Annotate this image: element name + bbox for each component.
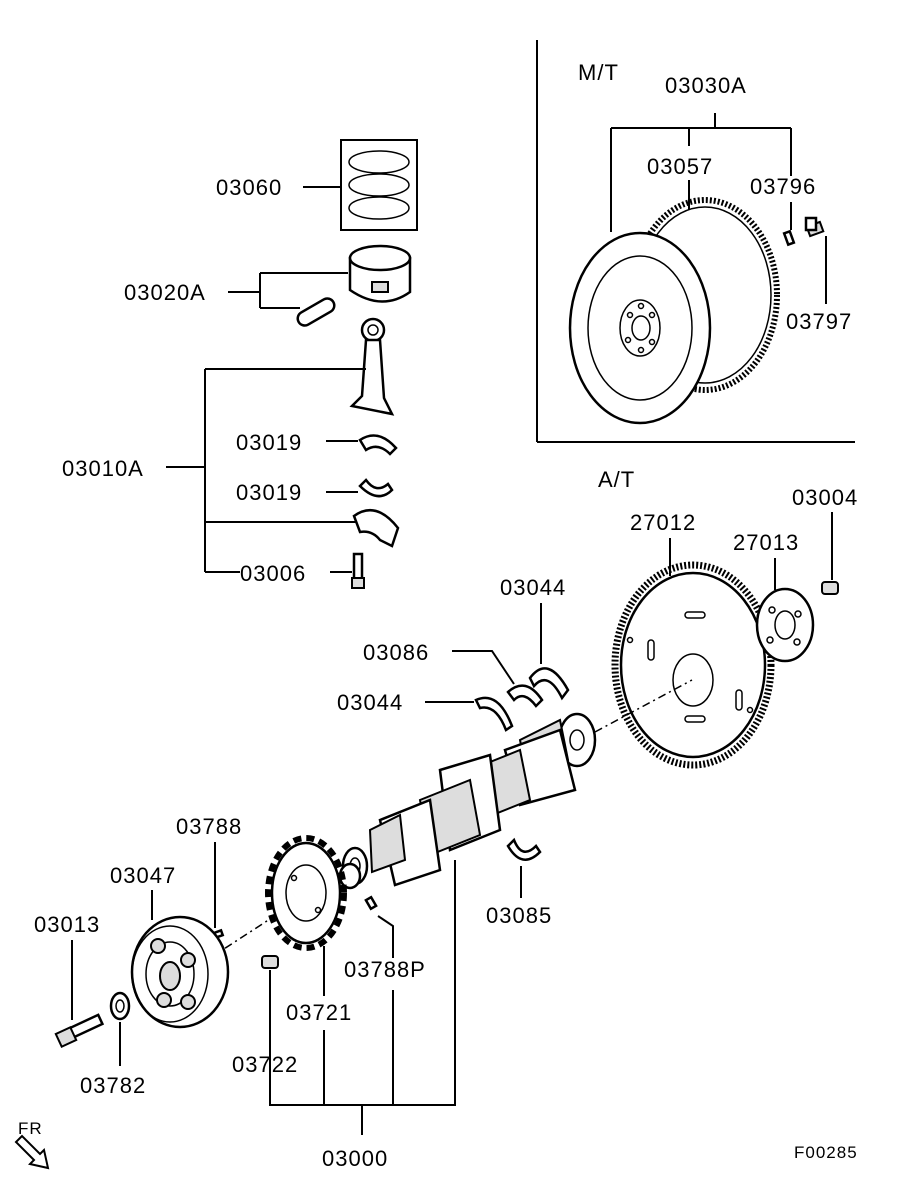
connecting-rod-part[interactable] — [349, 317, 395, 416]
label-03000: 03000 — [322, 1146, 388, 1171]
sensing-plate-part[interactable] — [265, 835, 347, 951]
bearing-upper-part[interactable] — [358, 434, 398, 456]
main-bearing-upper-part[interactable] — [506, 684, 544, 708]
adapter-plate-part[interactable] — [755, 587, 815, 663]
crankshaft-part[interactable] — [338, 712, 597, 890]
figure-code: F00285 — [794, 1143, 858, 1162]
label-03006: 03006 — [240, 561, 306, 586]
mt-label: M/T — [578, 60, 619, 85]
piston-pin-part[interactable] — [295, 296, 337, 328]
label-03047: 03047 — [110, 863, 176, 888]
flywheel-bolt-part[interactable] — [804, 216, 825, 238]
label-03788: 03788 — [176, 814, 242, 839]
label-03010A: 03010A — [62, 456, 144, 481]
label-03788P: 03788P — [344, 957, 426, 982]
label-27012: 27012 — [630, 510, 696, 535]
label-03085: 03085 — [486, 903, 552, 928]
thrust-washer-lower-part[interactable] — [474, 696, 514, 732]
label-03057: 03057 — [647, 154, 713, 179]
label-03019-upper: 03019 — [236, 430, 302, 455]
mt-section-frame — [536, 40, 855, 443]
at-label: A/T — [598, 467, 635, 492]
thrust-washer-upper-part[interactable] — [528, 667, 570, 701]
label-03782: 03782 — [80, 1073, 146, 1098]
flywheel-part[interactable] — [568, 231, 712, 425]
bearing-lower-part[interactable] — [358, 478, 394, 498]
piston-part[interactable] — [348, 244, 412, 303]
front-arrow-icon — [14, 1134, 50, 1170]
front-direction-label: FR — [18, 1119, 43, 1138]
drive-plate-bolt-part[interactable] — [821, 581, 839, 595]
dowel-pin-part[interactable] — [782, 229, 796, 247]
label-03796: 03796 — [750, 174, 816, 199]
label-03019-lower: 03019 — [236, 480, 302, 505]
label-03004: 03004 — [792, 485, 858, 510]
label-03044-lower: 03044 — [337, 690, 403, 715]
main-bearing-lower-part[interactable] — [506, 837, 542, 861]
rod-cap-part[interactable] — [352, 508, 400, 548]
pin-part[interactable] — [364, 895, 378, 911]
label-03020A: 03020A — [124, 280, 206, 305]
sensing-plate-bolt-part[interactable] — [261, 955, 279, 969]
label-03060: 03060 — [216, 175, 282, 200]
pulley-bolt-part[interactable] — [54, 1013, 105, 1049]
label-03030A: 03030A — [665, 73, 747, 98]
label-03013: 03013 — [34, 912, 100, 937]
piston-rings-part[interactable] — [340, 139, 418, 231]
label-03086: 03086 — [363, 640, 429, 665]
label-03721: 03721 — [286, 1000, 352, 1025]
label-03797: 03797 — [786, 309, 852, 334]
label-03722: 03722 — [232, 1052, 298, 1077]
drive-plate-part[interactable] — [611, 561, 775, 769]
crank-pulley-part[interactable] — [130, 915, 230, 1029]
label-27013: 27013 — [733, 530, 799, 555]
rod-bolt-part[interactable] — [351, 552, 365, 589]
label-03044-upper: 03044 — [500, 575, 566, 600]
washer-part[interactable] — [109, 991, 131, 1021]
